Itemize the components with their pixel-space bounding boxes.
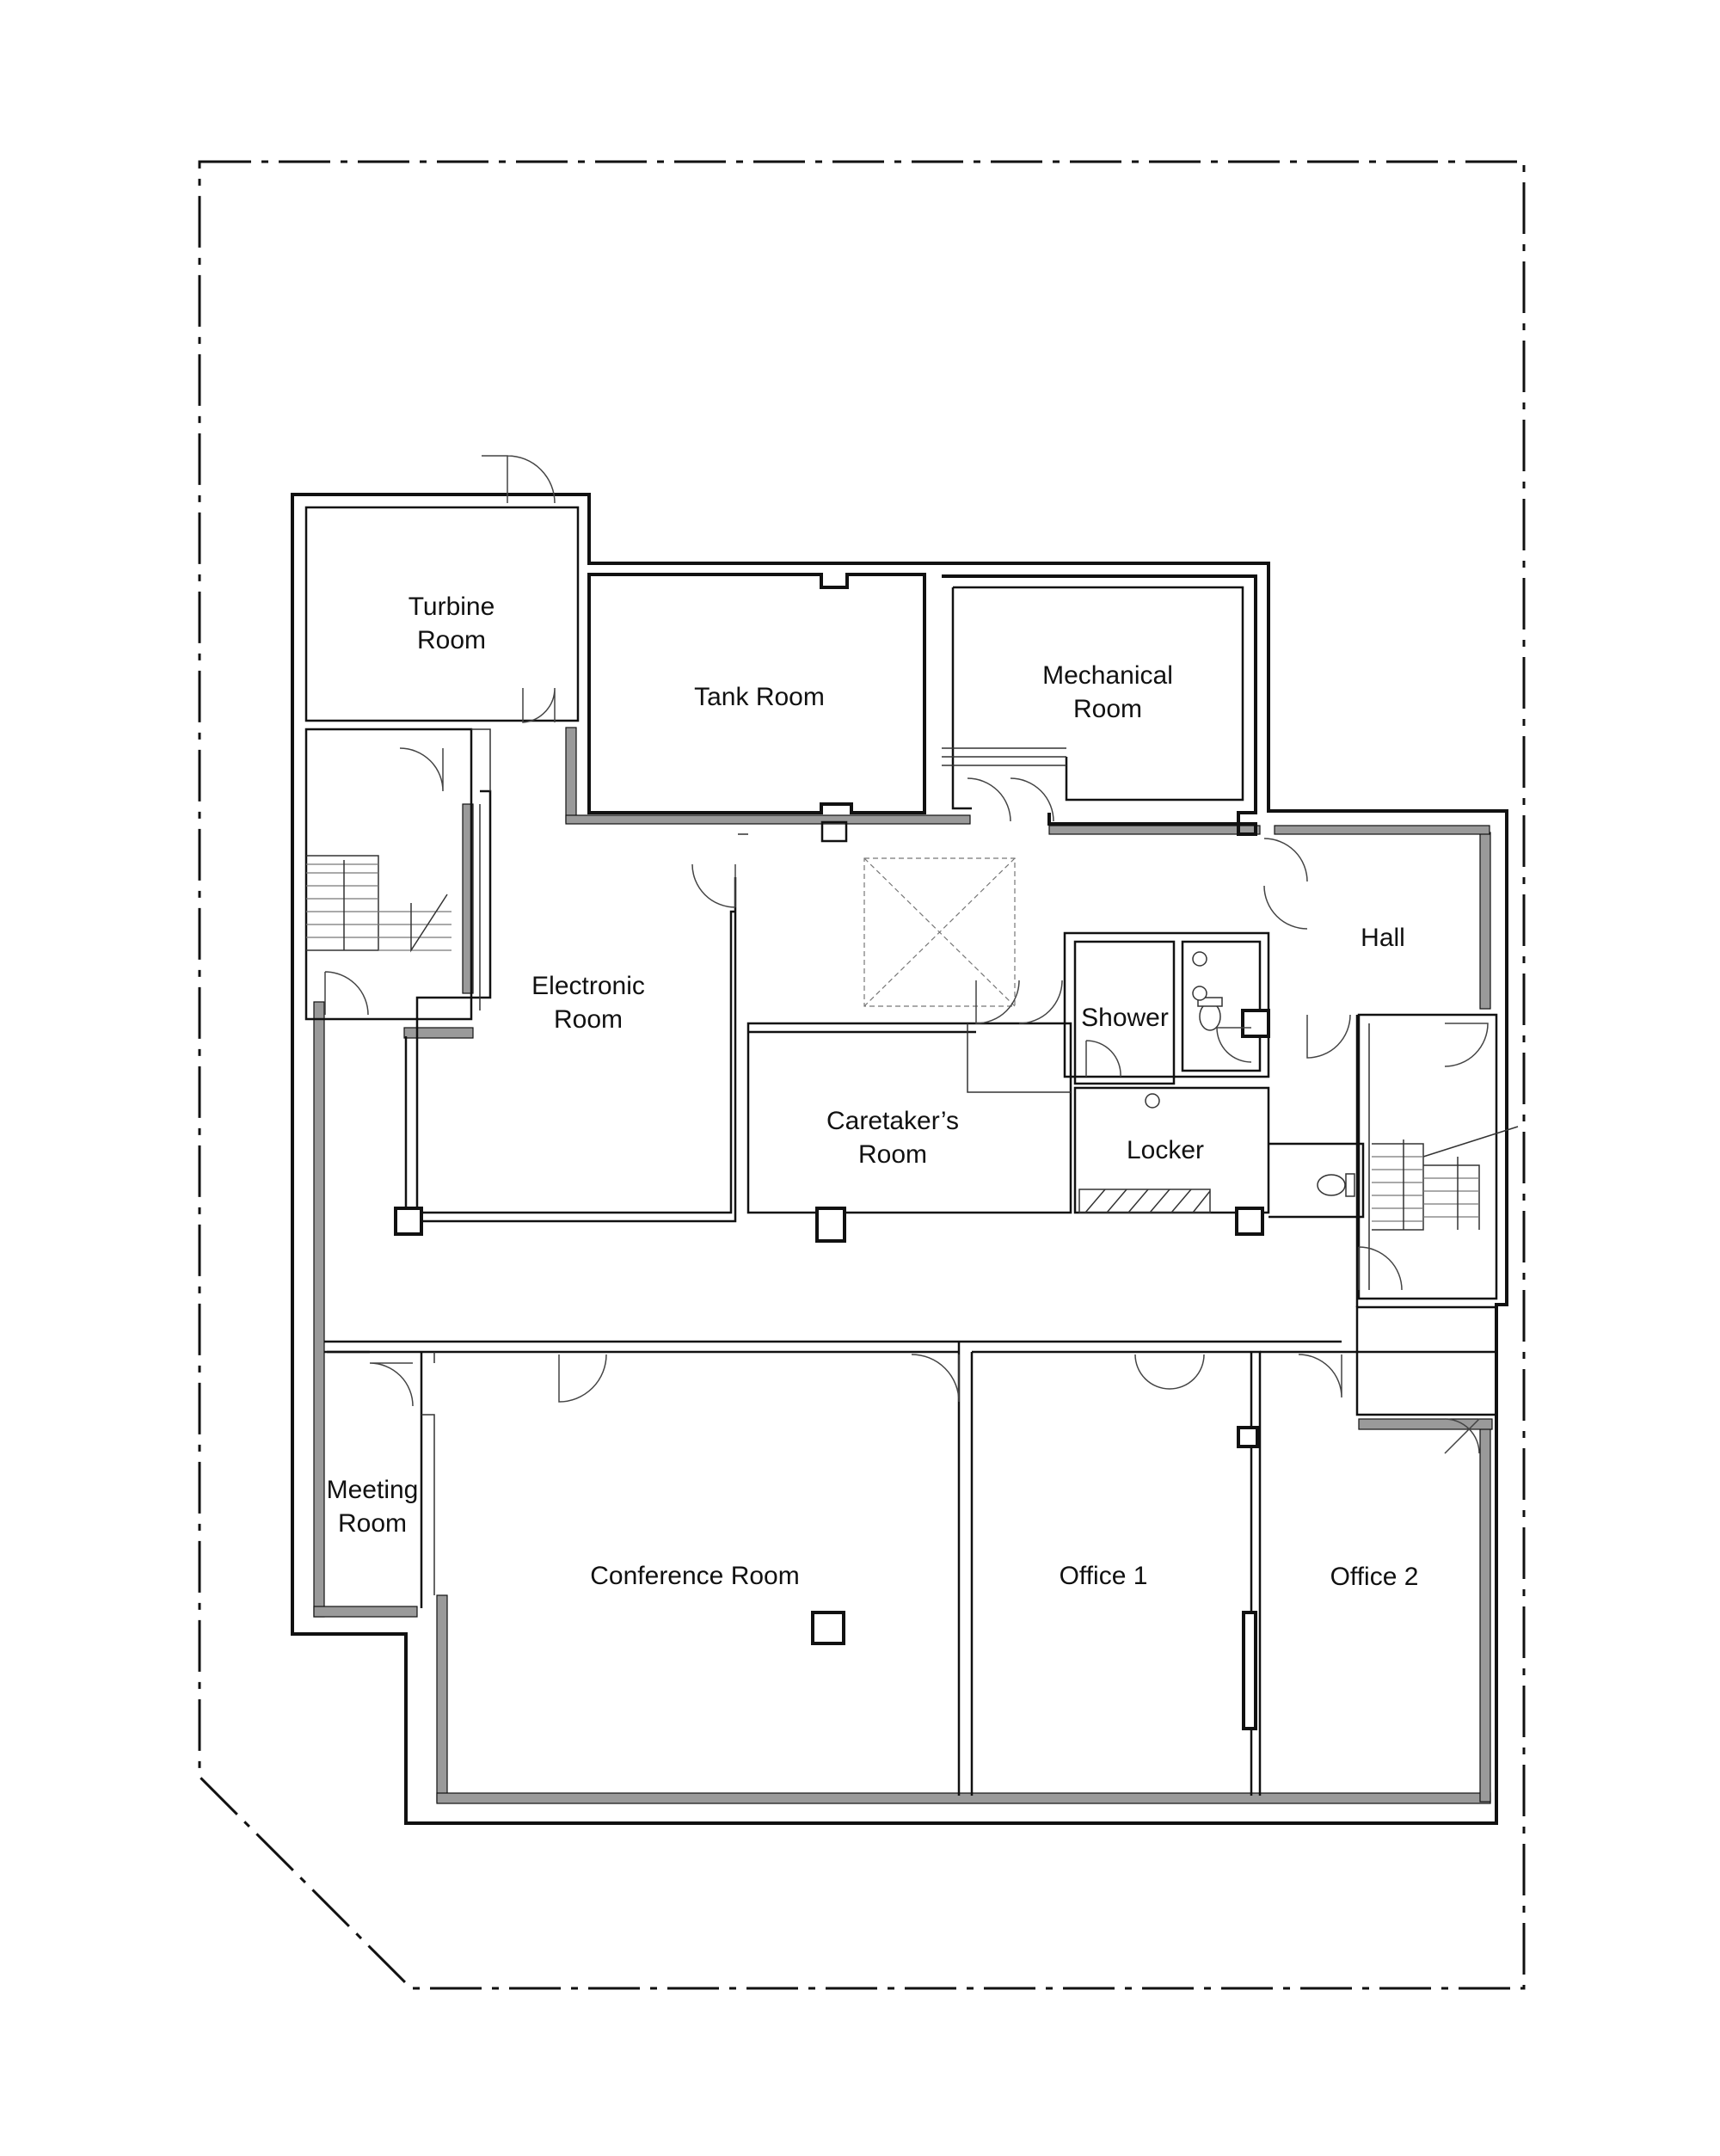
locker-bench: [1078, 1189, 1211, 1213]
conference-room-label: Conference Room: [590, 1562, 799, 1590]
tank-room-walls: [587, 573, 926, 843]
stair-left: [304, 728, 473, 1021]
office-1-label: Office 1: [1060, 1562, 1148, 1590]
property-line: [198, 160, 1526, 1990]
door-swings: [324, 455, 1489, 1454]
shower-label: Shower: [1081, 1004, 1169, 1032]
lower-room-walls: [324, 1305, 1498, 1796]
mechanical-room-walls: [942, 574, 1257, 836]
electronic-room-walls: [404, 728, 748, 1223]
central-walls: [746, 857, 1498, 1300]
structural-columns: [394, 1207, 1264, 1645]
hall-label: Hall: [1361, 924, 1405, 952]
office-2-label: Office 2: [1330, 1563, 1419, 1591]
tank-room-label: Tank Room: [694, 683, 825, 711]
bathroom-fixtures: [1145, 951, 1355, 1197]
locker-label: Locker: [1127, 1136, 1204, 1164]
stair-right: [1355, 1015, 1519, 1307]
